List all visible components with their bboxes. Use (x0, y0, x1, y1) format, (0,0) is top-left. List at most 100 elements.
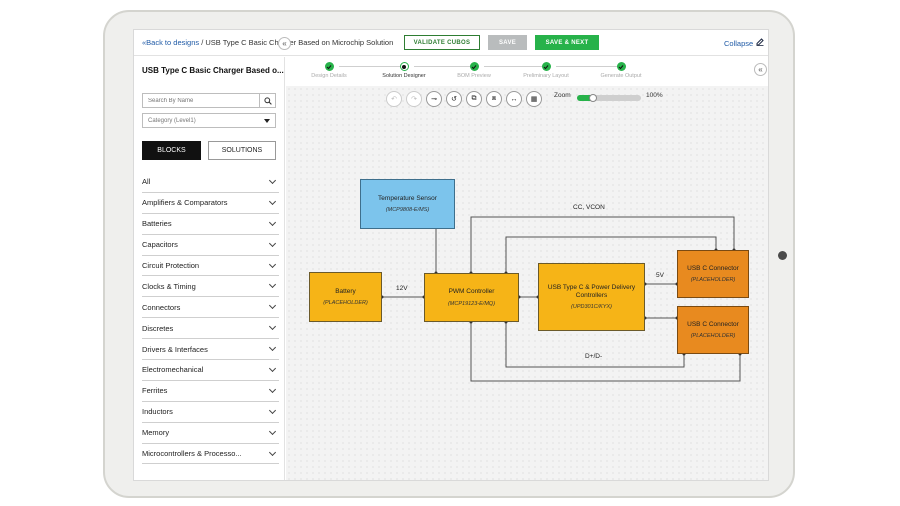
category-item-label: Capacitors (142, 240, 178, 250)
category-item-label: Memory (142, 428, 170, 438)
check-icon (541, 62, 551, 71)
fit-button[interactable]: ↔ (506, 91, 522, 107)
rotate-icon: ↺ (451, 96, 457, 103)
sidebar-title: USB Type C Basic Charger Based o... (142, 66, 284, 75)
check-icon (616, 62, 626, 71)
category-item-label: Batteries (142, 219, 172, 229)
category-item[interactable]: Electromechanical (142, 360, 279, 381)
collapse-label: Collapse (724, 38, 754, 48)
step-item[interactable]: Generate Output (586, 57, 656, 79)
block-part-number: (MCP9808-E/MS) (385, 207, 430, 214)
map-button[interactable]: ▦ (526, 91, 542, 107)
group-icon: ⧉ (471, 95, 477, 102)
panel-collapse-button[interactable]: « (754, 63, 767, 76)
validate-cubos-button[interactable]: VALIDATE CUBOS (404, 35, 480, 50)
connect-icon: ⊸ (431, 96, 437, 103)
block-title: USB Type C & Power Delivery Controllers (547, 283, 636, 299)
category-item[interactable]: Inductors (142, 402, 279, 423)
block-part-number: (PLACEHOLDER) (690, 277, 736, 284)
category-item[interactable]: Discretes (142, 318, 279, 340)
zoom-label: Zoom (554, 92, 571, 99)
canvas-toolbar: ↶ ↷ ⊸ ↺ ⧉ ⧈ ↔ ▦ (386, 90, 542, 108)
category-item[interactable]: Microcontrollers & Processo... (142, 444, 279, 465)
tab-solutions[interactable]: SOLUTIONS (208, 141, 276, 160)
tab-blocks[interactable]: BLOCKS (142, 141, 201, 160)
save-and-next-button[interactable]: SAVE & NEXT (535, 35, 599, 50)
app-screen: «Back to designs / USB Type C Basic Char… (133, 29, 769, 481)
check-icon (469, 62, 479, 71)
category-item-label: Connectors (142, 302, 181, 312)
block-title: USB C Connector (687, 264, 739, 272)
category-item[interactable]: Drivers & Interfaces (142, 339, 279, 361)
block-usb-c-connector-1[interactable]: USB C Connector (PLACEHOLDER) (677, 250, 749, 298)
search-input[interactable] (142, 93, 260, 108)
double-chevron-left-icon: « (282, 39, 287, 48)
category-item[interactable]: Ferrites (142, 381, 279, 402)
redo-button[interactable]: ↷ (406, 91, 422, 107)
tablet-home-button (778, 251, 787, 260)
category-item-label: Discretes (142, 323, 174, 333)
wire-dpdm (505, 322, 685, 368)
category-item-label: Inductors (142, 407, 173, 417)
category-item-label: Clocks & Timing (142, 281, 196, 291)
stepper-connector (414, 66, 474, 67)
edit-icon (756, 38, 764, 48)
ungroup-icon: ⧈ (491, 95, 497, 102)
block-temperature-sensor[interactable]: Temperature Sensor (MCP9808-E/MS) (360, 179, 455, 229)
step-item[interactable]: Preliminary Layout (511, 57, 581, 79)
block-usb-type-c-pd-controller[interactable]: USB Type C & Power Delivery Controllers … (538, 263, 645, 331)
step-label: Generate Output (600, 73, 642, 79)
category-item[interactable]: All (142, 172, 279, 193)
category-item[interactable]: Connectors (142, 297, 279, 319)
block-pwm-controller[interactable]: PWM Controller (MCP19123-E/MQ) (424, 273, 519, 322)
connect-button[interactable]: ⊸ (426, 91, 442, 107)
step-label: Design Details (311, 73, 347, 79)
category-item[interactable]: Amplifiers & Comparators (142, 193, 279, 214)
step-label: Solution Designer (382, 73, 426, 79)
category-item-label: Electromechanical (142, 365, 204, 375)
wire-cc-vcon (470, 216, 735, 273)
step-item[interactable]: Solution Designer (369, 57, 439, 79)
block-part-number: (PLACEHOLDER) (690, 333, 736, 340)
search-button[interactable] (259, 93, 276, 108)
zoom-value: 100% (646, 92, 663, 99)
zoom-slider-handle[interactable] (589, 94, 597, 102)
category-item-label: Amplifiers & Comparators (142, 198, 228, 208)
category-item[interactable]: Batteries (142, 214, 279, 235)
group-button[interactable]: ⧉ (466, 91, 482, 107)
undo-icon: ↶ (391, 96, 397, 103)
step-item[interactable]: BOM Preview (439, 57, 509, 79)
block-usb-c-connector-2[interactable]: USB C Connector (PLACEHOLDER) (677, 306, 749, 354)
zoom-slider[interactable] (577, 94, 641, 102)
fit-icon: ↔ (510, 95, 518, 103)
check-icon (324, 62, 334, 71)
category-select[interactable]: Category (Level1) (142, 113, 276, 128)
label-12v: 12V (396, 285, 408, 292)
category-item[interactable]: Memory (142, 423, 279, 444)
label-dpdm: D+/D- (585, 353, 603, 360)
undo-button[interactable]: ↶ (386, 91, 402, 107)
stepper-connector (484, 66, 546, 67)
category-item-label: Circuit Protection (142, 261, 200, 270)
wire-pwm-conn2-bottom (470, 322, 741, 382)
rotate-button[interactable]: ↺ (446, 91, 462, 107)
blocks-sidebar: USB Type C Basic Charger Based o... Cate… (134, 57, 285, 480)
category-item[interactable]: Capacitors (142, 235, 279, 256)
save-button[interactable]: SAVE (488, 35, 527, 50)
sidebar-collapse-button[interactable]: « (278, 37, 291, 50)
step-label: BOM Preview (457, 73, 491, 79)
block-title: PWM Controller (448, 288, 495, 296)
category-item[interactable]: Circuit Protection (142, 256, 279, 277)
category-item[interactable]: Clocks & Timing (142, 276, 279, 298)
block-part-number: (UPD301C/KYX) (571, 304, 612, 311)
ungroup-button[interactable]: ⧈ (486, 91, 502, 107)
current-step-icon (399, 62, 409, 71)
collapse-button[interactable]: Collapse (724, 38, 764, 48)
caret-down-icon (264, 119, 270, 123)
back-to-designs-link[interactable]: «Back to designs (142, 38, 200, 47)
step-item[interactable]: Design Details (294, 57, 364, 79)
category-item-label: Ferrites (142, 386, 168, 396)
category-item-label: Microcontrollers & Processo... (142, 449, 242, 459)
block-battery[interactable]: Battery (PLACEHOLDER) (309, 272, 382, 322)
